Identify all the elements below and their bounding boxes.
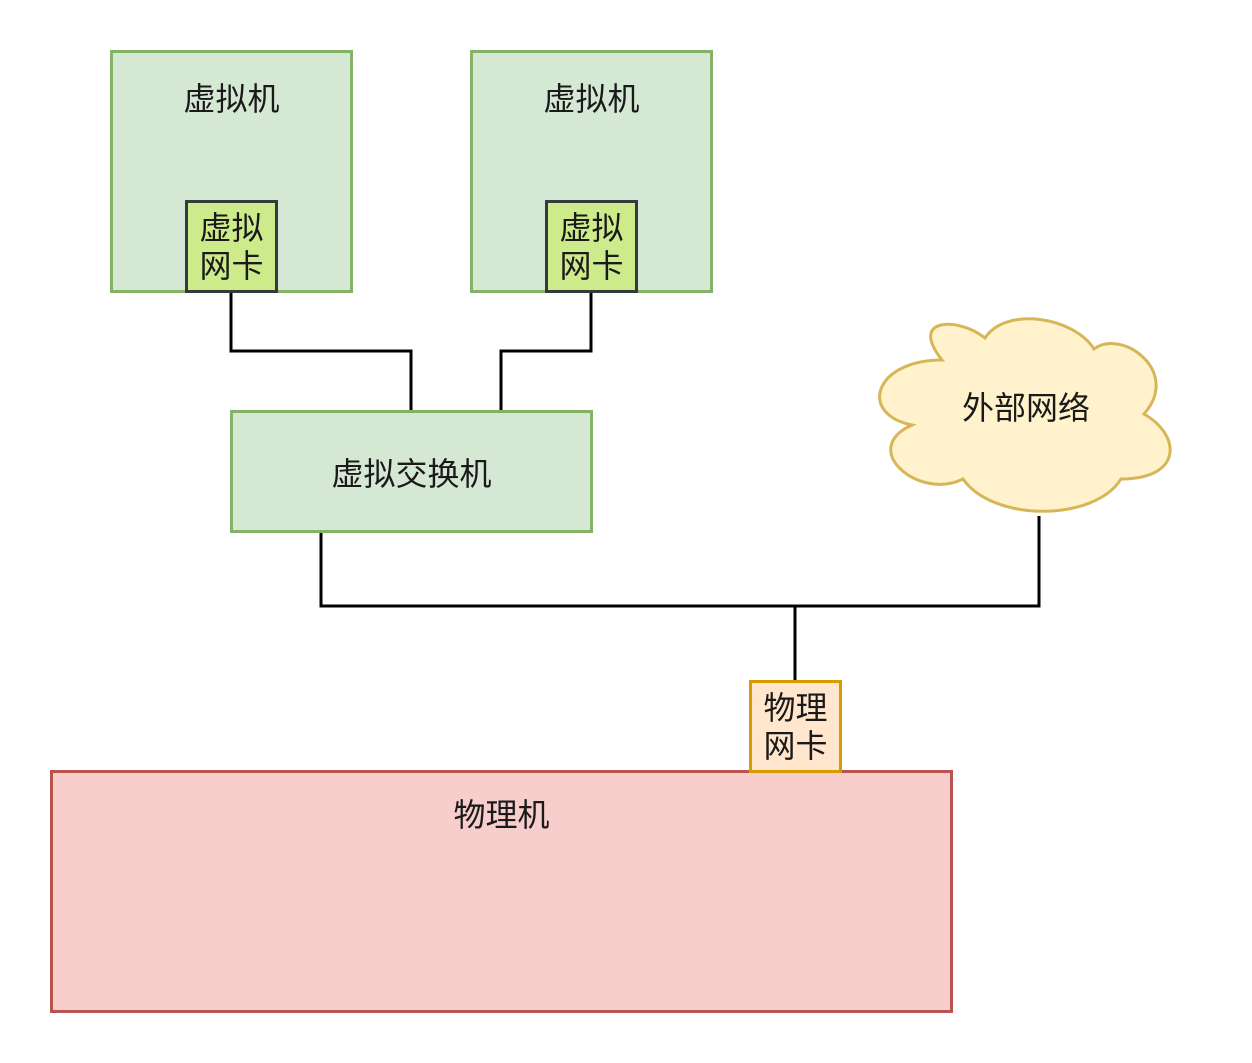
vm-left-label: 虚拟机 (183, 80, 280, 118)
external-network-label: 外部网络 (961, 389, 1090, 427)
vm-left-virtual-nic[interactable]: 虚拟网卡 (185, 200, 278, 293)
external-network-cloud[interactable]: 外部网络 (858, 306, 1194, 522)
physical-machine-label: 物理机 (453, 796, 550, 834)
connector-vnic-right-to-switch (499, 292, 593, 411)
connector-vnic-left-to-switch (229, 292, 413, 411)
vm-left-virtual-nic-label: 虚拟网卡 (199, 208, 264, 285)
physical-machine[interactable]: 物理机 (50, 770, 953, 1013)
vm-right-virtual-nic[interactable]: 虚拟网卡 (545, 200, 638, 293)
connector-switch-to-network (319, 516, 1041, 608)
cloud-icon (878, 317, 1172, 513)
physical-nic-label: 物理网卡 (763, 688, 828, 765)
physical-nic[interactable]: 物理网卡 (749, 680, 842, 773)
virtual-switch[interactable]: 虚拟交换机 (230, 410, 593, 533)
virtual-switch-label: 虚拟交换机 (331, 454, 492, 493)
vm-right-label: 虚拟机 (543, 80, 640, 118)
vm-right-virtual-nic-label: 虚拟网卡 (559, 208, 624, 285)
